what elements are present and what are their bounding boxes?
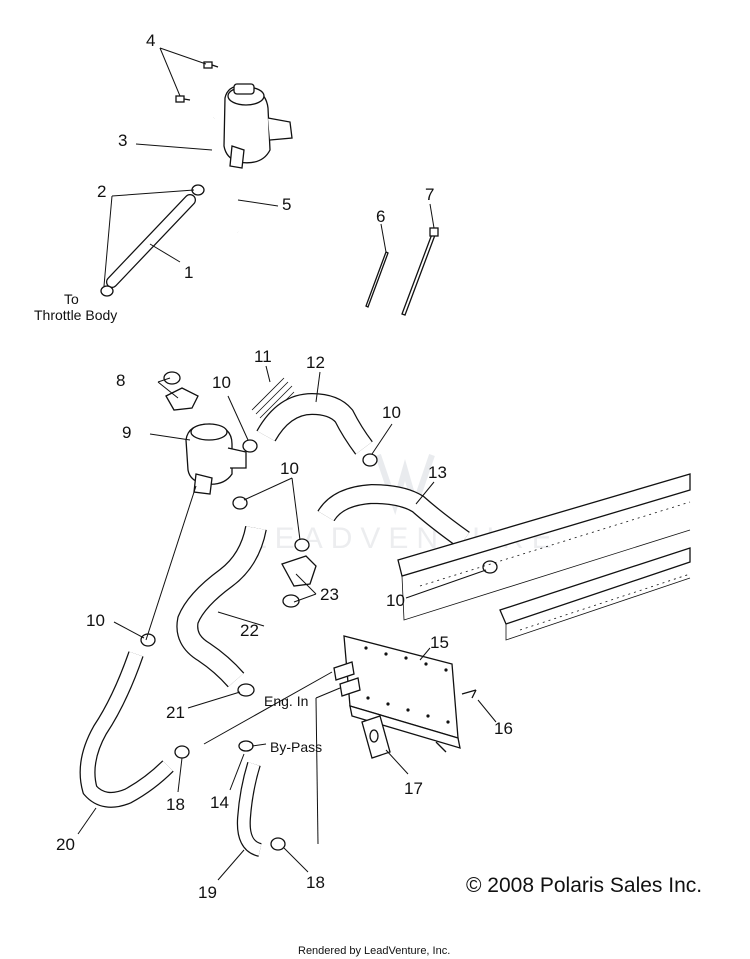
callout-20: 20 [56,835,75,854]
reservoir-cap-8 [163,371,199,411]
callout-8: 8 [116,371,125,390]
cable-tie-6 [365,251,389,308]
hose-12 [256,392,373,455]
callout-4: 4 [146,31,155,50]
hose-22 [176,525,267,688]
callout-16: 16 [494,719,513,738]
callout-22: 22 [240,621,259,640]
upper-assembly [100,61,293,297]
callout-23: 23 [320,585,339,604]
callout-15: 15 [430,633,449,652]
clamp-10f [140,633,156,647]
callout-17: 17 [404,779,423,798]
hose-13 [317,483,470,549]
callout-1: 1 [184,263,193,282]
clamp-10c [294,538,310,552]
thermostat-housing-23 [281,555,317,608]
callout-10-a: 10 [212,373,231,392]
screw-4a [203,61,219,69]
clamp-10e [482,560,498,574]
callout-6: 6 [376,207,385,226]
callout-10-c: 10 [382,403,401,422]
clamp-10a [242,439,258,453]
note-to: To [64,291,79,307]
clamp-18a [174,745,190,759]
callout-13: 13 [428,463,447,482]
screw-4b [175,95,191,103]
copyright: © 2008 Polaris Sales Inc. [466,874,702,897]
callout-3: 3 [118,131,127,150]
hose-spring-11 [251,377,297,427]
fitting-14 [238,740,254,752]
hose-1 [106,194,196,288]
leader-reservoir-to-20 [145,485,197,641]
callout-labels: 4 3 2 5 1 6 7 8 9 10 10 10 10 10 11 12 1… [56,31,513,902]
callout-10-b: 10 [280,459,299,478]
clamp-2b [100,285,114,297]
callout-10-e: 10 [86,611,105,630]
hose-19 [236,761,263,857]
callout-9: 9 [122,423,131,442]
callout-10-d: 10 [386,591,405,610]
callout-14: 14 [210,793,229,812]
coolant-reservoir-upper [223,83,293,169]
callout-19: 19 [198,883,217,902]
clip-16 [435,689,477,753]
fitting-21 [237,683,255,697]
clamp-18b [270,837,286,851]
hose-20 [79,651,174,808]
annotation-notes: To Throttle Body Eng. In By-Pass [34,291,322,755]
coolant-reservoir-9 [185,423,247,495]
bracket-17 [361,715,391,759]
callout-7: 7 [425,185,434,204]
cable-tie-7 [401,227,439,316]
callout-21: 21 [166,703,185,722]
leader-lines-upper [103,47,279,287]
callout-12: 12 [306,353,325,372]
heat-exchanger-rails [397,473,691,641]
callout-18-b: 18 [306,873,325,892]
footer-credit: Rendered by LeadVenture, Inc. [298,945,450,957]
heat-exchanger-15 [333,635,461,749]
note-throttle-body: Throttle Body [34,307,117,323]
clamp-10d [362,453,378,467]
callout-11: 11 [254,347,272,366]
note-by-pass: By-Pass [270,739,322,755]
callout-5: 5 [282,195,291,214]
clamp-10b [232,496,248,510]
callout-18-a: 18 [166,795,185,814]
callout-2: 2 [97,182,106,201]
note-eng-in: Eng. In [264,693,308,709]
leader-18-to-exchanger [203,671,333,745]
